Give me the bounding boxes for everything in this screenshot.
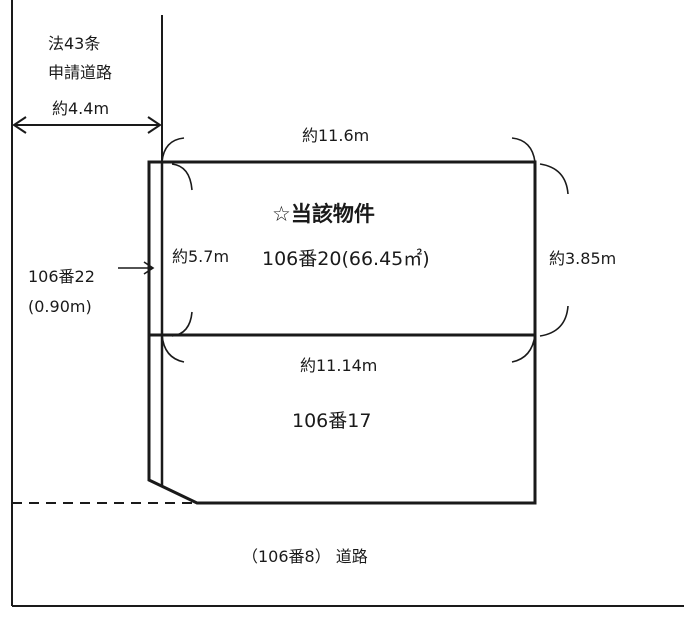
- left-depth-brace: [171, 163, 193, 337]
- left-depth-label: 約5.7m: [172, 247, 229, 266]
- bottom-road-label: （106番8） 道路: [242, 547, 368, 566]
- property-title: ☆当該物件: [272, 202, 375, 226]
- right-depth-brace: [539, 163, 569, 337]
- property-lot-outline: [147, 160, 537, 337]
- lower-lot-label: 106番17: [292, 410, 371, 432]
- right-depth-label: 約3.85m: [549, 249, 616, 268]
- road-application-label: 申請道路: [48, 63, 112, 82]
- strip-lot-width-label: (0.90m): [28, 297, 92, 316]
- strip-lot-label: 106番22: [28, 267, 95, 286]
- middle-width-brace: [161, 334, 536, 363]
- property-lot-label: 106番20(66.45㎡): [262, 247, 430, 270]
- strip-bottom-line: [161, 485, 198, 504]
- arrowhead-left-icon: [12, 116, 27, 134]
- top-width-brace: [161, 137, 536, 163]
- road-article-label: 法43条: [48, 34, 100, 53]
- middle-width-label: 約11.14m: [300, 356, 377, 375]
- top-width-label: 約11.6m: [302, 126, 369, 145]
- strip-pointer-arrowhead-icon: [143, 261, 155, 275]
- arrowhead-right-icon: [147, 116, 162, 134]
- road-width-label: 約4.4m: [52, 99, 109, 118]
